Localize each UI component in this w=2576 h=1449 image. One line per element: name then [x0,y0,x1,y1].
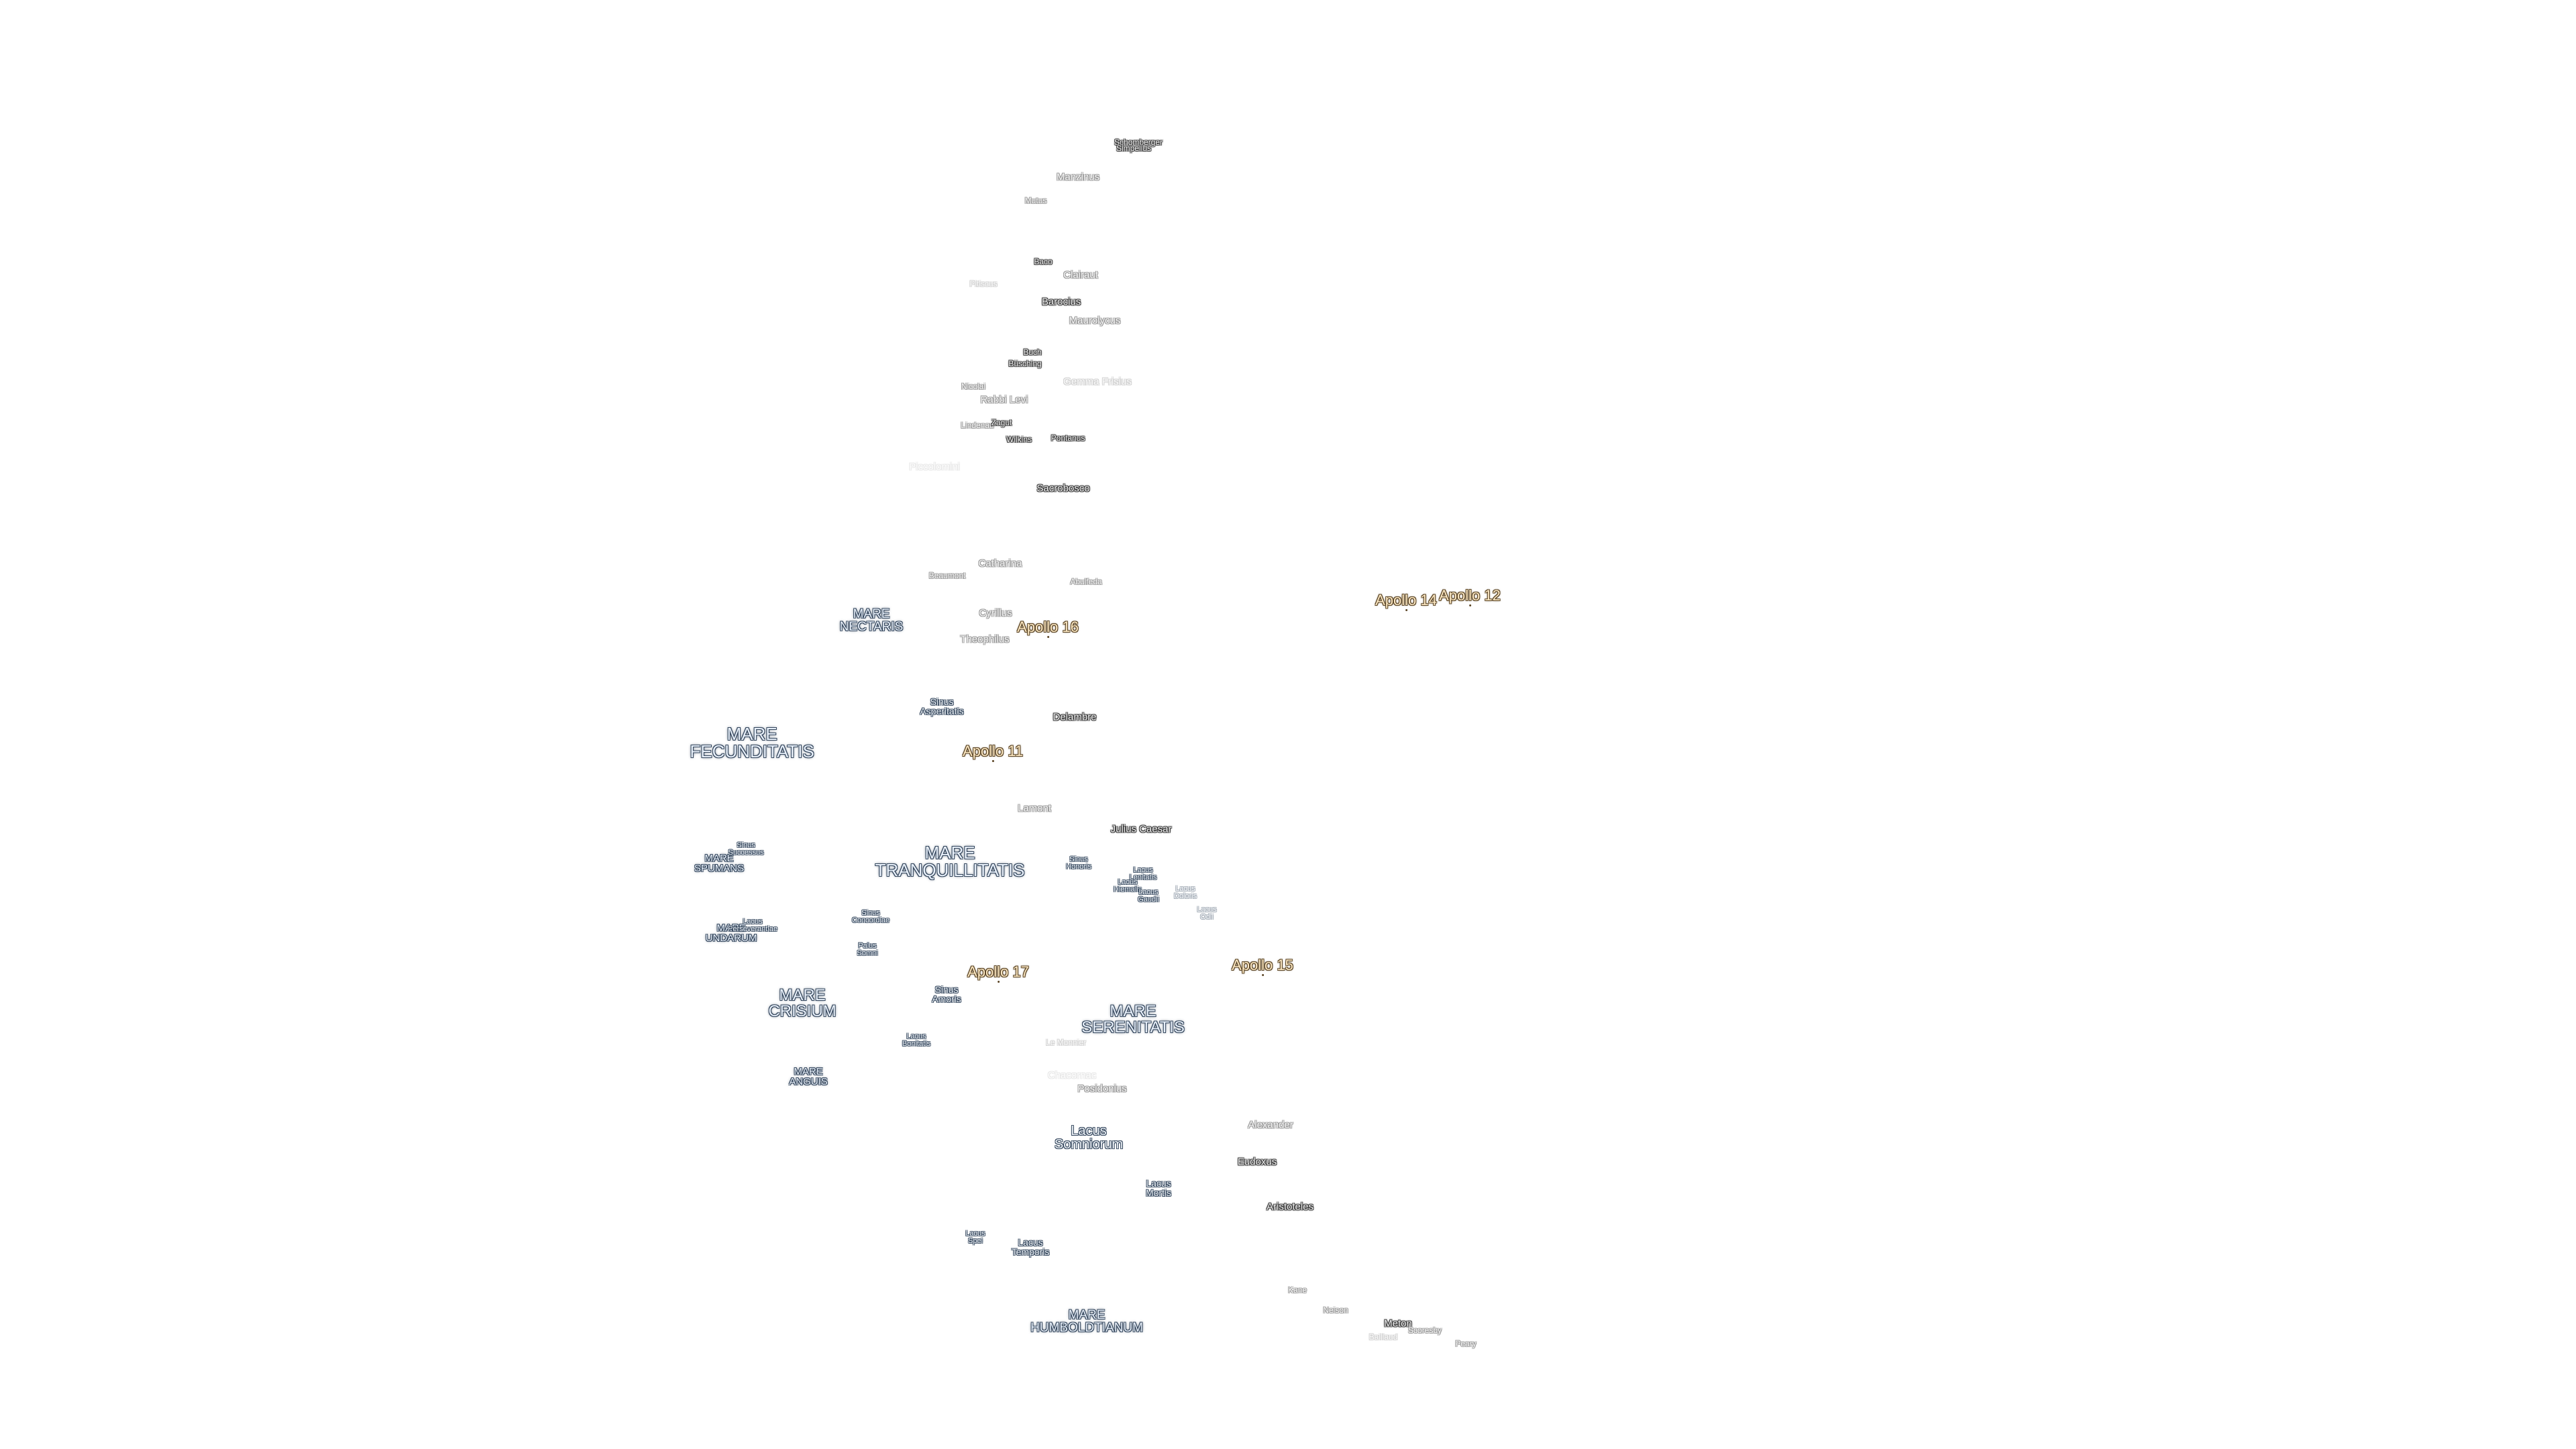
sinus-label-honoris: Sinus Honoris [1066,855,1091,871]
crater-label-maurolycus: Maurolycus [1069,315,1121,327]
lacus-label-hiemalis: Lacus Hiemalis [1113,878,1142,894]
crater-label-mutus: Mutus [1024,196,1047,205]
crater-label-manzinus: Manzinus [1056,171,1100,183]
mare-label-serenitatis: MARE SERENITATIS [1081,1002,1185,1036]
crater-label-baco: Baco [1034,257,1053,266]
crater-label-posidonius: Posidonius [1077,1083,1127,1095]
crater-label-schomberger: Schomberger [1114,138,1163,147]
crater-label-aristoteles: Aristoteles [1266,1201,1314,1213]
crater-label-rabbi-levi: Rabbi Levi [980,394,1028,406]
mare-label-humboldtianum: MARE HUMBOLDTIANUM [1030,1308,1143,1335]
crater-label-peary: Peary [1455,1339,1477,1348]
lacus-label-temporis: Lacus Temporis [1011,1237,1050,1257]
crater-label-chacornac: Chacornac [1047,1069,1097,1081]
mare-label-spumans: MARE SPUMANS [694,853,745,874]
crater-label-kane: Kane [1287,1285,1307,1295]
crater-label-lindenau: Lindenau [961,421,994,430]
crater-label-nicolai: Nicolai [961,382,986,391]
crater-label-clairaut: Clairaut [1063,269,1098,281]
apollo-12-site[interactable]: Apollo 12 [1439,587,1501,606]
sinus-label-amoris: Sinus Amoris [932,984,961,1004]
apollo-17-site[interactable]: Apollo 17 [967,963,1029,983]
lacus-label-lenitatis: Lacus Lenitatis [1129,866,1157,881]
lacus-label-odii: Lacus Odii [1197,906,1217,921]
crater-label-eudoxus: Eudoxus [1237,1156,1277,1168]
crater-label-pontanus: Pontanus [1051,433,1085,443]
lacus-label-mortis: Lacus Mortis [1145,1178,1172,1198]
crater-label-busching: Büsching [1008,359,1042,368]
mare-label-tranquillitatis: MARE TRANQUILLITATIS [875,843,1025,880]
crater-label-simpelius: Simpelius [1116,144,1152,153]
lacus-label-doloris: Lacus Doloris [1173,885,1197,900]
lacus-label-somniorum: Lacus Somniorum [1054,1124,1124,1152]
crater-label-theophilus: Theophilus [960,633,1010,645]
crater-label-abulfeda: Abulfeda [1070,577,1102,586]
apollo-15-site[interactable]: Apollo 15 [1232,957,1293,976]
crater-label-delambre: Delambre [1053,711,1097,723]
crater-label-julius-caesar: Julius Caesar [1110,823,1172,835]
apollo-11-site[interactable]: Apollo 11 [962,743,1024,762]
crater-label-baillaud: Baillaud [1368,1332,1398,1342]
crater-label-catharina: Catharina [978,557,1022,570]
crater-label-beaumont: Beaumont [928,571,966,580]
sinus-label-concordiae: Sinus Concordiae [851,909,890,924]
crater-label-piccolomini: Piccolomini [909,461,960,473]
crater-label-wilkins: Wilkins [1006,435,1032,444]
crater-label-le-monnier: Le Monnier [1045,1038,1087,1047]
lacus-label-spei: Lacus Spei [965,1230,985,1245]
crater-label-neison: Neison [1323,1305,1348,1315]
apollo-16-site[interactable]: Apollo 16 [1017,619,1079,638]
mare-label-anguis: MARE ANGUIS [789,1066,828,1087]
crater-label-meton: Meton [1384,1318,1412,1330]
crater-label-scoresby: Scoresby [1407,1326,1442,1335]
crater-label-gemma-frisius: Gemma Frisius [1063,376,1132,388]
sinus-label-asperitatis: Sinus Asperitatis [920,696,964,716]
crater-label-barocius: Barocius [1041,296,1081,308]
sinus-label-successus: Sinus Successus [728,841,764,857]
lacus-label-bonitatis: Lacus Bonitatis [902,1032,931,1048]
crater-label-pitiscus: Pitiscus [969,279,998,288]
mare-label-crisium: MARE CRISIUM [768,986,837,1020]
mare-label-fecunditatis: MARE FECUNDITATIS [690,724,814,761]
mare-label-undarum: MARE UNDARUM [705,922,757,944]
crater-label-lamont: Lamont [1017,802,1052,814]
lacus-label-gaudii: Lacus Gaudii [1138,888,1159,904]
crater-label-cyrillus: Cyrillus [979,607,1012,619]
crater-label-sacrobosco: Sacrobosco [1036,482,1090,494]
crater-label-zagut: Zagut [991,418,1012,427]
apollo-14-site[interactable]: Apollo 14 [1375,592,1437,611]
lacus-label-perseverantiae: Lacus Perseverantiae [728,918,777,933]
crater-label-buch: Buch [1023,347,1042,357]
mare-label-nectaris: MARE NECTARIS [839,607,904,634]
crater-label-alexander: Alexander [1248,1119,1293,1131]
palus-label-somni: Palus Somni [857,942,878,957]
